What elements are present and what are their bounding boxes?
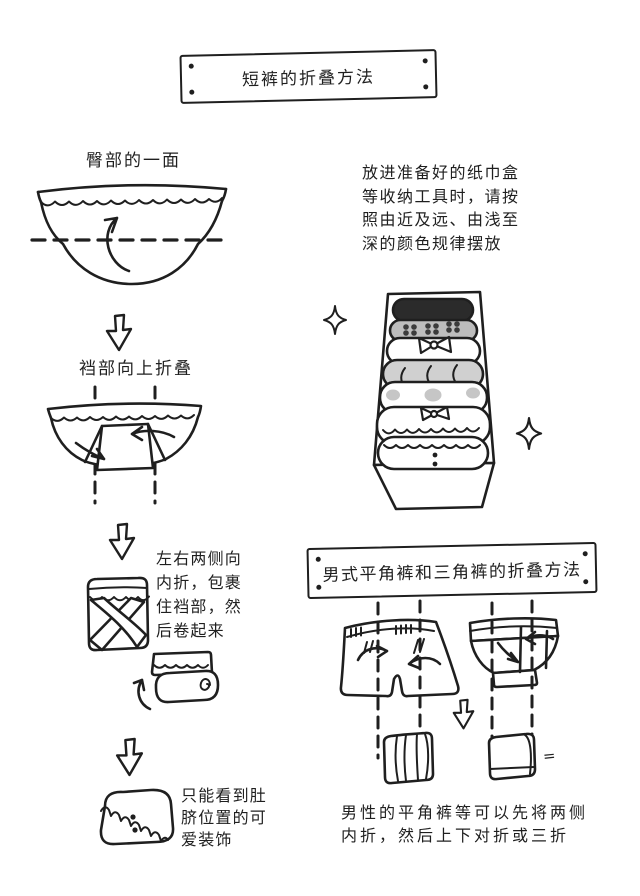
title-box-shorts-label: 短裤的折叠方法 [241,67,376,91]
sparkle-icon [323,305,347,335]
mens-folding-note: 男性的平角裤等可以先将两侧内折，然后上下对折或三折 [341,803,589,845]
sparkle-icon [515,417,543,450]
decorated-roll-drawing [99,788,175,846]
flower-pattern [403,321,460,336]
folded-boxers-drawing [382,731,435,785]
rotate-arrow-icon [103,216,131,273]
storage-instructions-note: 放进准备好的纸巾盒等收纳工具时，请按照由近及远、由浅至深的颜色规律摆放 [362,163,520,253]
fold-arrow-icon [130,425,176,442]
fold-arrow-icon [74,441,106,461]
etc-mark: = [542,746,557,766]
corner-dot [315,556,321,562]
folded-square-drawing [86,576,150,652]
corner-dot [583,579,589,585]
rolled-panty-drawing [132,650,220,711]
panty-crotch-folded-drawing [46,385,203,505]
fold-arrow-icon [496,641,520,664]
title-box-mens: 男式平角裤和三角裤的折叠方法 [306,541,598,600]
down-arrow-icon [115,737,144,777]
folded-briefs-drawing [487,732,537,781]
storage-box-drawing [372,290,496,511]
panty-back-drawing [30,183,231,286]
corner-dot [188,63,194,69]
boxers-drawing [339,599,460,760]
down-arrow-icon [108,522,136,561]
corner-dot [189,89,195,95]
down-arrow-icon [105,313,133,352]
navel-decoration-note: 只能看到肚脐位置的可爱装饰 [181,786,268,849]
fold-arrow-icon [407,654,442,670]
corner-dot [423,84,429,90]
title-box-mens-label: 男式平角裤和三角裤的折叠方法 [322,560,582,586]
corner-dot [316,584,322,590]
side-fold-note: 左右两侧向内折，包裹住裆部，然后卷起来 [156,549,243,640]
corner-dot [422,58,428,64]
down-arrow-icon [452,698,475,730]
corner-dot [582,551,588,557]
title-box-shorts: 短裤的折叠方法 [179,49,438,104]
hip-side-label: 臀部的一面 [86,151,181,171]
briefs-drawing [468,599,560,752]
roll-arrow-icon [132,678,152,711]
crotch-fold-label: 裆部向上折叠 [79,359,193,379]
